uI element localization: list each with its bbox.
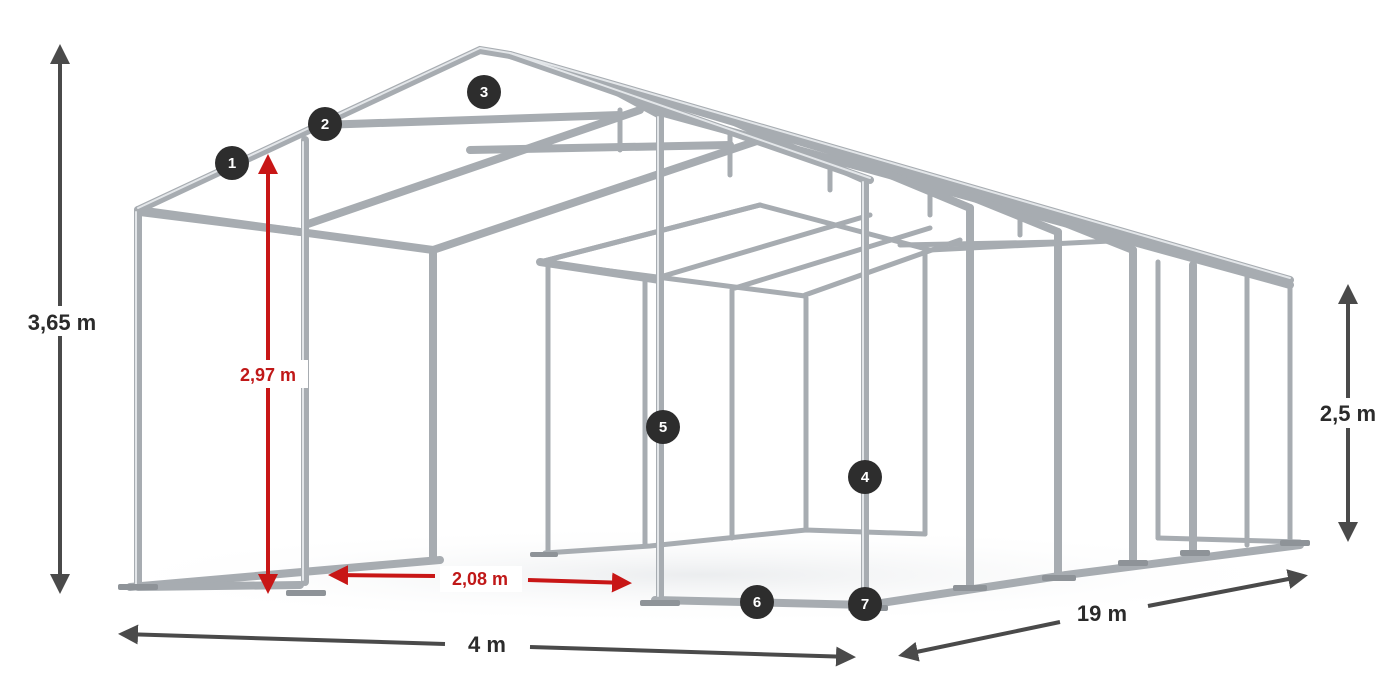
- door-width-arrow-a: [328, 565, 436, 586]
- marker-5: 5: [646, 410, 680, 444]
- part-markers: 1 2 3 4 5 6 7: [215, 75, 882, 621]
- svg-text:3: 3: [480, 84, 488, 101]
- marker-2: 2: [308, 107, 342, 141]
- svg-text:2: 2: [321, 116, 329, 133]
- tent-frame: [118, 45, 1310, 611]
- dimension-labels: 3,65 m 2,5 m 2,97 m 2,08 m 4 m 19 m: [18, 306, 1390, 657]
- svg-text:7: 7: [861, 596, 869, 613]
- door-width-label: 2,08 m: [452, 569, 508, 589]
- width-arrow-b: [529, 645, 856, 667]
- door-width-arrow-b: [527, 572, 632, 593]
- svg-text:5: 5: [659, 419, 667, 436]
- inner-height-label: 2,97 m: [240, 365, 296, 385]
- length-arrow-a: [898, 620, 1061, 662]
- marker-3: 3: [467, 75, 501, 109]
- marker-7: 7: [848, 587, 882, 621]
- marker-6: 6: [740, 585, 774, 619]
- total-height-label: 3,65 m: [28, 310, 97, 335]
- length-arrow-b: [1147, 569, 1308, 608]
- side-height-label: 2,5 m: [1320, 401, 1376, 426]
- marker-4: 4: [848, 460, 882, 494]
- svg-text:4: 4: [861, 469, 870, 486]
- floor-shadow: [80, 525, 1320, 625]
- marker-1: 1: [215, 146, 249, 180]
- svg-text:1: 1: [228, 155, 236, 172]
- length-label: 19 m: [1077, 601, 1127, 626]
- width-arrow-a: [118, 624, 446, 646]
- svg-text:6: 6: [753, 594, 761, 611]
- width-label: 4 m: [468, 632, 506, 657]
